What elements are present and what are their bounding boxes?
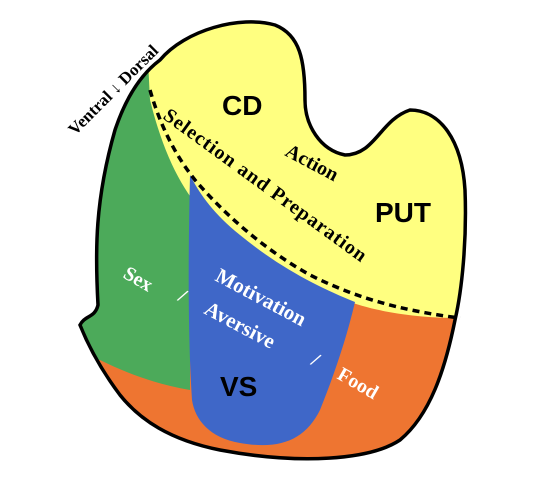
put-label: PUT [375, 197, 431, 228]
cd-label: CD [222, 90, 262, 121]
dorsal-boundary-line [148, 89, 461, 320]
ventral-central-region [188, 175, 355, 446]
vs-label: VS [220, 371, 257, 402]
striatum-outline [78, 20, 468, 461]
